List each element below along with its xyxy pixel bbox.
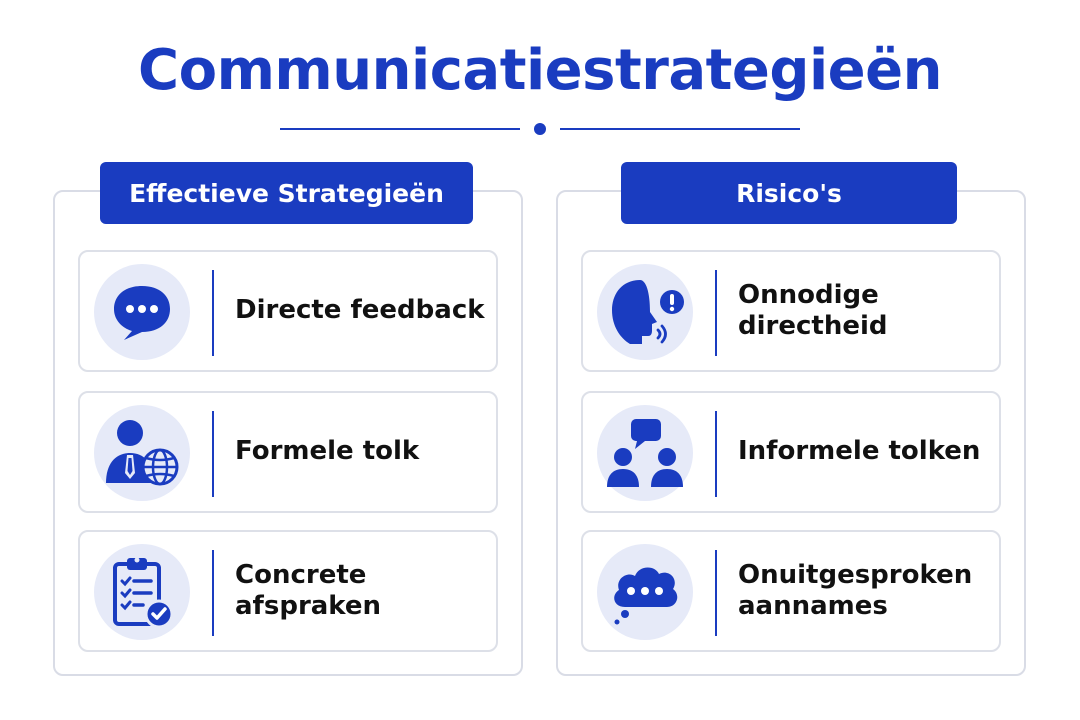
- card-label: Onnodige directheid: [738, 279, 888, 341]
- title-divider-left: [280, 128, 520, 130]
- card-label: Informele tolken: [738, 436, 981, 467]
- card-separator: [212, 270, 214, 356]
- card-informal-interpreters: Informele tolken: [581, 391, 1001, 513]
- title-divider-right: [560, 128, 800, 130]
- card-direct-feedback: Directe feedback: [78, 250, 498, 372]
- card-separator: [212, 411, 214, 497]
- card-label: Formele tolk: [235, 436, 420, 467]
- clipboard-checklist-icon: [94, 544, 190, 640]
- speech-bubble-dots-icon: [94, 264, 190, 360]
- title-divider-dot: [534, 123, 546, 135]
- person-globe-icon: [94, 405, 190, 501]
- card-concrete-agreements: Concrete afspraken: [78, 530, 498, 652]
- effective-strategies-header: Effectieve Strategieën: [100, 162, 473, 224]
- card-unspoken-assumptions: Onuitgesproken aannames: [581, 530, 1001, 652]
- card-label: Directe feedback: [235, 295, 485, 326]
- card-label-line: Onuitgesproken: [738, 559, 973, 590]
- card-unnecessary-directness: Onnodige directheid: [581, 250, 1001, 372]
- risks-header: Risico's: [621, 162, 957, 224]
- card-label: Onuitgesproken aannames: [738, 532, 998, 650]
- card-formal-interpreter: Formele tolk: [78, 391, 498, 513]
- thought-cloud-dots-icon: [597, 544, 693, 640]
- card-separator: [212, 550, 214, 636]
- two-people-chat-icon: [597, 405, 693, 501]
- card-label: Concrete afspraken: [235, 559, 382, 621]
- page-title: Communicatiestrategieën: [138, 38, 943, 103]
- card-separator: [715, 411, 717, 497]
- card-separator: [715, 270, 717, 356]
- speaking-head-alert-icon: [597, 264, 693, 360]
- card-label-line: aannames: [738, 591, 888, 621]
- card-separator: [715, 550, 717, 636]
